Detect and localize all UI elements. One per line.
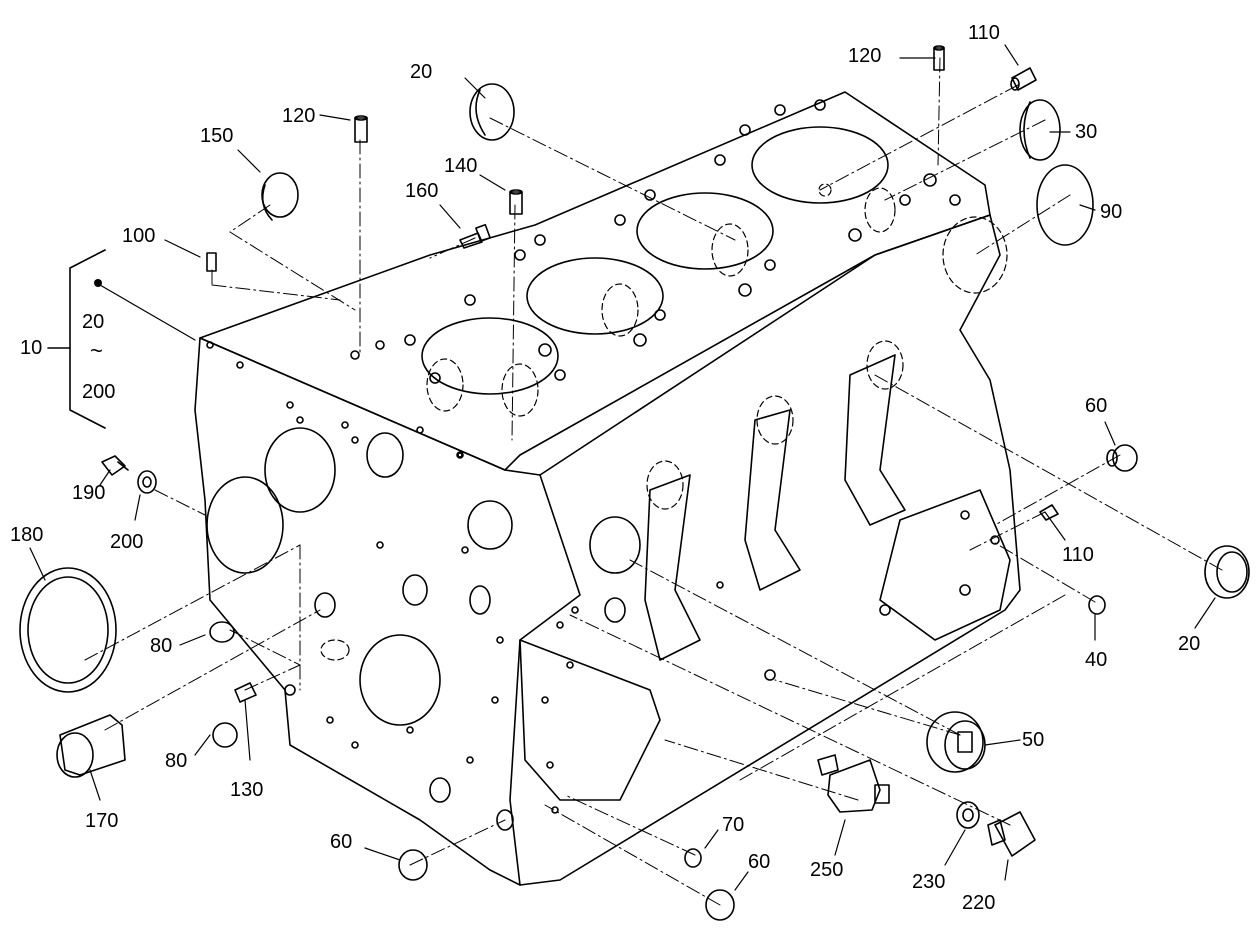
block-web-3 <box>844 354 906 526</box>
callout-label: 40 <box>1085 649 1108 671</box>
part-40-plug <box>1088 595 1106 615</box>
part-110-small <box>1039 504 1059 521</box>
group-label: 10 <box>20 337 43 359</box>
part-180-seal <box>19 567 117 693</box>
group-bracket <box>47 249 106 429</box>
part-230-washer <box>956 801 980 829</box>
callout-label: 60 <box>330 831 353 853</box>
part-50-plug <box>926 711 986 773</box>
callout-label: 170 <box>85 810 119 832</box>
group-range-symbol: ~ <box>90 338 103 363</box>
callout-label: 220 <box>962 892 996 914</box>
block-web-1 <box>644 474 701 661</box>
part-110-tube <box>1010 67 1037 91</box>
callout-label: 160 <box>405 180 439 202</box>
group-range-start: 20 <box>82 311 105 333</box>
part-250-sensor <box>817 754 890 813</box>
block-rear-flange <box>879 489 1011 641</box>
callout-label: 50 <box>1022 729 1045 751</box>
part-200-washer <box>137 470 157 494</box>
callout-label: 180 <box>10 524 44 546</box>
block-web-2 <box>744 409 801 591</box>
part-30-plug <box>1019 99 1061 161</box>
part-60-plug-bottom <box>705 889 735 921</box>
group-dot <box>94 279 102 287</box>
callout-label: 60 <box>748 851 771 873</box>
block-front-face <box>194 337 581 886</box>
block-top-deck <box>199 91 991 471</box>
part-80-plug-upper <box>209 621 235 643</box>
callout-label: 20 <box>1178 633 1201 655</box>
callout-label: 120 <box>848 45 882 67</box>
block-side-flange <box>519 639 661 801</box>
callout-label: 100 <box>122 225 156 247</box>
part-20-cap <box>469 83 515 141</box>
leader-lines <box>29 44 1216 891</box>
part-120-dowel <box>354 115 368 143</box>
center-lines <box>84 57 1223 906</box>
block-side <box>519 214 1021 886</box>
callout-label: 250 <box>810 859 844 881</box>
callout-label: 130 <box>230 779 264 801</box>
callout-label: 230 <box>912 871 946 893</box>
part-100-pin <box>206 252 217 272</box>
callout-label: 90 <box>1100 201 1123 223</box>
part-60-plug-right <box>1106 444 1138 472</box>
part-120-dowel-right <box>933 45 945 71</box>
part-140-dowel <box>509 189 523 215</box>
callout-label: 150 <box>200 125 234 147</box>
part-130-pin <box>234 682 257 703</box>
group-range-end: 200 <box>82 381 116 403</box>
callout-label: 140 <box>444 155 478 177</box>
callout-label: 70 <box>722 814 745 836</box>
part-170-plug <box>56 714 126 778</box>
part-70-plug <box>684 848 702 868</box>
part-80-plug-lower <box>212 722 238 748</box>
callout-label: 30 <box>1075 121 1098 143</box>
callout-label: 80 <box>150 635 173 657</box>
cylinder-block <box>194 91 1021 886</box>
callout-label: 60 <box>1085 395 1108 417</box>
callout-label: 110 <box>968 22 1000 44</box>
hidden-lines <box>320 183 1008 661</box>
callout-label: 120 <box>282 105 316 127</box>
callout-label: 80 <box>165 750 188 772</box>
callout-label: 110 <box>1062 544 1094 566</box>
callout-label: 200 <box>110 531 144 553</box>
part-220-bolt <box>987 811 1036 857</box>
part-190-bolt <box>101 455 129 476</box>
part-160-bolt <box>459 223 491 249</box>
part-20-ring <box>1204 545 1250 599</box>
part-90-plug <box>1036 164 1094 246</box>
part-150-cap <box>261 172 299 221</box>
callout-label: 190 <box>72 482 106 504</box>
callout-label: 20 <box>410 61 433 83</box>
part-60-plug-left <box>398 849 428 881</box>
